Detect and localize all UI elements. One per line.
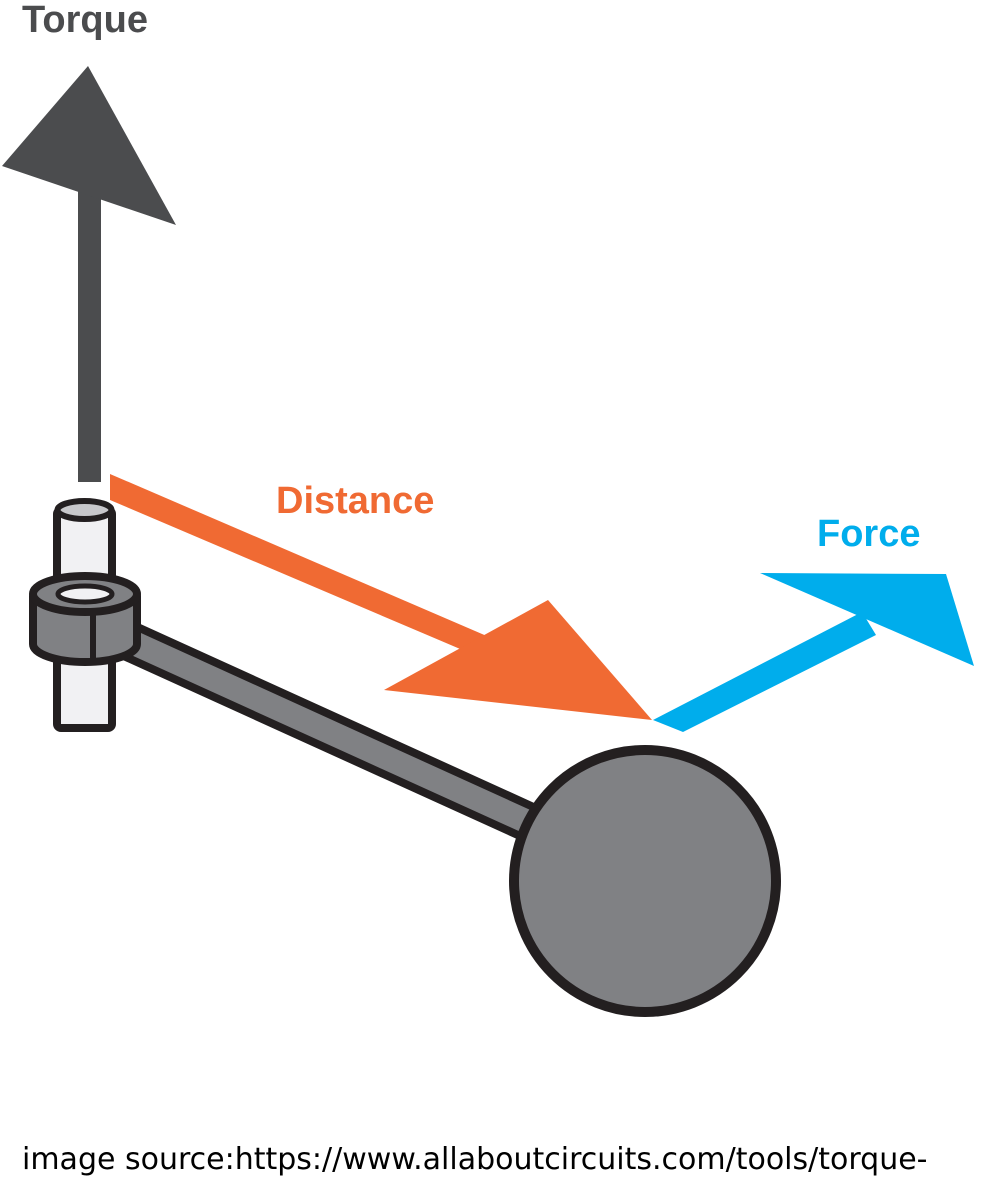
- image-source-caption: image source:https://www.allaboutcircuit…: [22, 1142, 928, 1177]
- torque-label: Torque: [22, 0, 148, 41]
- force-label: Force: [817, 513, 920, 555]
- clamp-collar: [29, 572, 141, 666]
- force-arrow: [653, 573, 974, 732]
- weight-ball: [509, 745, 781, 1017]
- distance-arrow: [110, 474, 652, 720]
- distance-label: Distance: [276, 480, 434, 522]
- torque-arrow: [2, 66, 176, 482]
